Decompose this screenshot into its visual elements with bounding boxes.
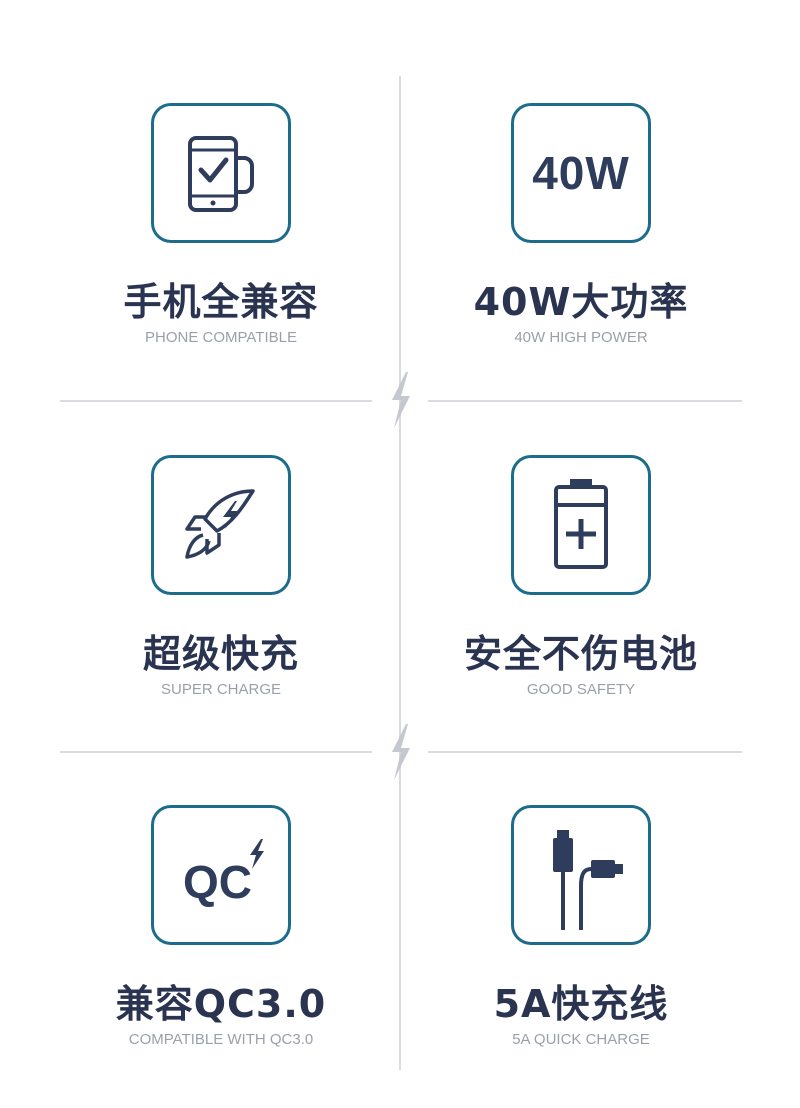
feature-subtitle: 5A QUICK CHARGE	[512, 1031, 650, 1048]
feature-5a-cable: 5A快充线 5A QUICK CHARGE	[431, 805, 731, 1105]
feature-title: 手机全兼容	[123, 280, 319, 324]
horizontal-divider-2-right	[428, 751, 742, 753]
feature-qc3: QC 兼容QC3.0 COMPATIBLE WITH QC3.0	[71, 805, 371, 1105]
icon-frame: QC	[151, 805, 291, 945]
rocket-icon	[185, 489, 255, 559]
feature-good-safety: 安全不伤电池 GOOD SAFETY	[431, 455, 731, 755]
icon-frame: 40W	[511, 103, 651, 243]
vertical-divider	[399, 76, 401, 1070]
feature-40w-high-power: 40W 40W大功率 40W HIGH POWER	[431, 103, 731, 403]
battery-icon	[554, 479, 608, 569]
feature-phone-compatible: 手机全兼容 PHONE COMPATIBLE	[71, 103, 371, 403]
lightning-bolt-icon	[392, 372, 410, 428]
qc-text: QC	[183, 856, 252, 908]
feature-title: 40W大功率	[473, 280, 689, 324]
horizontal-divider-2	[60, 751, 372, 753]
feature-subtitle: PHONE COMPATIBLE	[145, 329, 297, 346]
feature-title: 兼容QC3.0	[115, 982, 327, 1026]
cable-icon	[553, 830, 623, 930]
phone-mug-icon	[188, 136, 254, 212]
icon-frame	[511, 455, 651, 595]
horizontal-divider-1-right	[428, 400, 742, 402]
feature-subtitle: 40W HIGH POWER	[514, 329, 648, 346]
feature-title: 安全不伤电池	[463, 632, 698, 676]
feature-subtitle: SUPER CHARGE	[160, 681, 282, 698]
lightning-icon	[250, 839, 264, 869]
feature-subtitle: GOOD SAFETY	[526, 681, 636, 698]
icon-frame	[151, 455, 291, 595]
40w-text-icon: 40W	[532, 147, 630, 199]
icon-frame	[151, 103, 291, 243]
lightning-bolt-icon	[392, 724, 410, 780]
horizontal-divider-1	[60, 400, 372, 402]
icon-frame	[511, 805, 651, 945]
qc-icon: QC	[171, 835, 271, 915]
feature-super-charge: 超级快充 SUPER CHARGE	[71, 455, 371, 755]
feature-title: 超级快充	[142, 632, 299, 676]
feature-subtitle: COMPATIBLE WITH QC3.0	[128, 1031, 314, 1048]
feature-title: 5A快充线	[493, 982, 669, 1026]
